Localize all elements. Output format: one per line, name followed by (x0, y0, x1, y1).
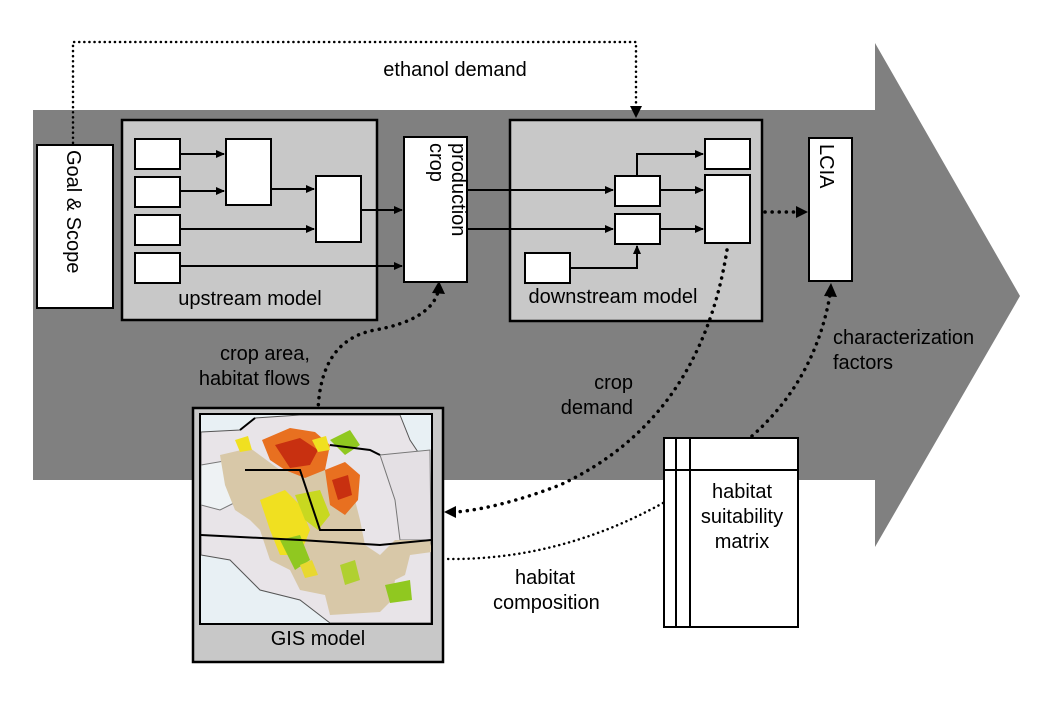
crop-demand-label-line1: crop (594, 372, 633, 394)
goal-scope-box: Goal & Scope (36, 144, 114, 309)
upstream-input-box-4 (134, 252, 181, 284)
goal-scope-label: Goal & Scope (62, 150, 84, 273)
upstream-model-panel: upstream model (120, 118, 403, 322)
downstream-output-box-2 (704, 174, 751, 244)
habitat-composition-label-line2: composition (493, 592, 600, 614)
crop-production-label-line2: production (447, 143, 469, 236)
crop-area-label-line1: crop area, (220, 343, 310, 365)
upstream-input-box-1 (134, 138, 181, 170)
downstream-process-box-2 (614, 213, 661, 245)
habitat-suitability-label-line3: matrix (715, 531, 769, 553)
habitat-composition-connector (446, 501, 665, 561)
upstream-input-box-2 (134, 176, 181, 208)
gis-model-label: GIS model (271, 628, 365, 650)
habitat-composition-label-line1: habitat (515, 567, 575, 589)
habitat-suitability-label-line1: habitat (712, 481, 772, 503)
crop-area-label-line2: habitat flows (199, 368, 310, 390)
crop-production-box: crop production (403, 136, 469, 283)
gis-map-image (201, 415, 431, 623)
habitat-suitability-matrix: habitat suitability matrix (663, 437, 799, 628)
downstream-model-panel: downstream model (467, 118, 764, 323)
ethanol-demand-arrowhead (630, 106, 642, 118)
habitat-suitability-label-line2: suitability (701, 506, 783, 528)
downstream-input-box (524, 252, 571, 284)
gis-model-panel: GIS model (191, 406, 445, 664)
upstream-process-box-1 (225, 138, 272, 206)
crop-area-connector (316, 290, 440, 414)
characterization-label-line2: factors (833, 352, 893, 374)
downstream-process-box-1 (614, 175, 661, 207)
lcia-box: LCIA (808, 137, 853, 282)
ethanol-demand-label: ethanol demand (383, 59, 526, 81)
upstream-input-box-3 (134, 214, 181, 246)
lcia-label: LCIA (815, 144, 837, 189)
ethanol-demand-connector (71, 40, 638, 150)
upstream-process-box-2 (315, 175, 362, 243)
crop-demand-label-line2: demand (561, 397, 633, 419)
crop-demand-connector (454, 248, 729, 514)
downstream-output-box-1 (704, 138, 751, 170)
downstream-model-label: downstream model (529, 286, 698, 308)
upstream-model-label: upstream model (178, 288, 321, 310)
crop-production-label-line1: crop (425, 143, 447, 182)
characterization-label-line1: characterization (833, 327, 974, 349)
